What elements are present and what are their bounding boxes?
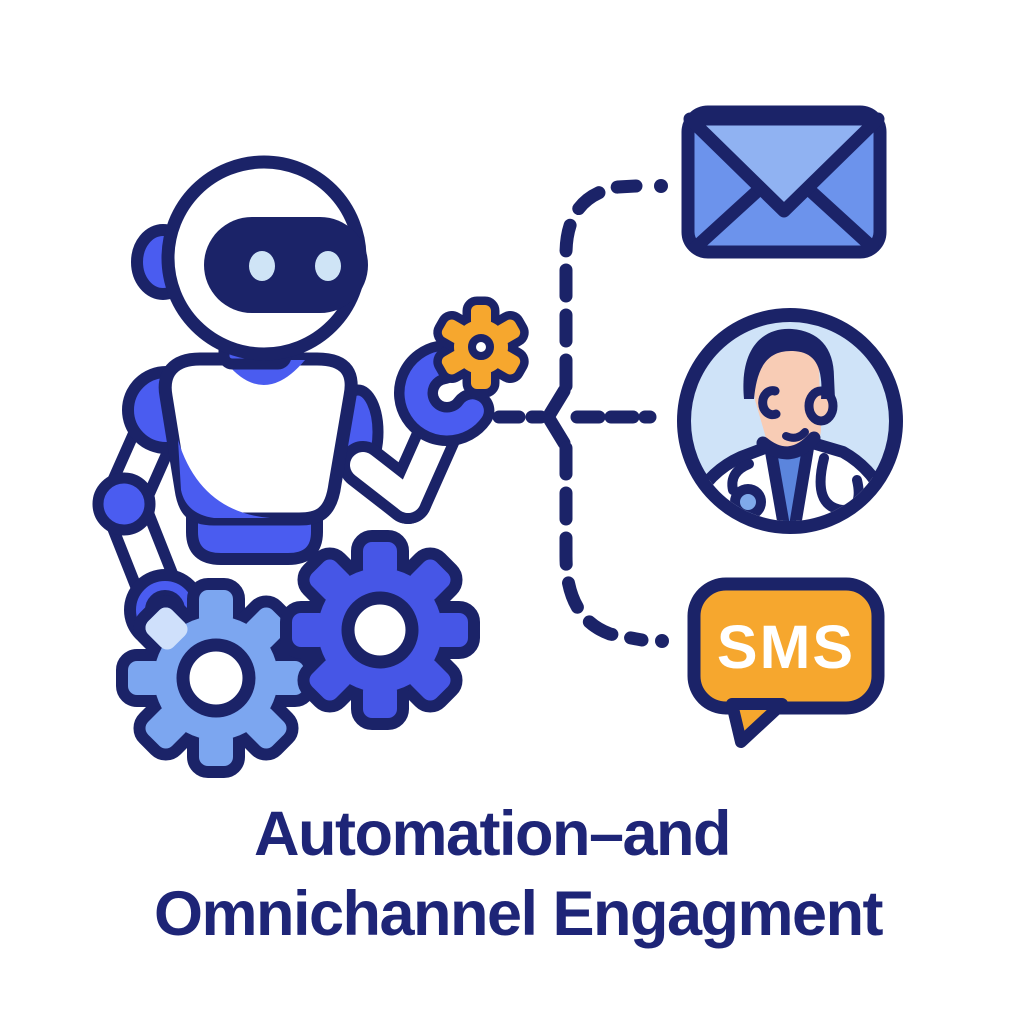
robot-eye-left <box>249 251 275 281</box>
sms-bubble-tail <box>726 698 788 748</box>
left-elbow-joint <box>92 472 156 536</box>
sms-label: SMS <box>717 613 855 681</box>
page-title: Automation–and Omnichannel Engagment <box>0 794 1024 954</box>
robot-eye-right <box>315 251 341 281</box>
avatar-jaw-line <box>756 431 821 460</box>
connector-lines <box>492 179 669 648</box>
robot-torso <box>158 352 358 526</box>
connector-branch-chevron <box>543 384 571 421</box>
email-envelope-icon <box>681 105 887 259</box>
gear-large-right-icon <box>292 542 468 718</box>
connector-to-sms <box>559 441 649 647</box>
robot-visor <box>204 217 368 313</box>
avatar-stethoscope-tube <box>727 459 754 495</box>
title-line-1: Automation–and <box>254 799 732 869</box>
gear-large-left-icon <box>128 590 304 766</box>
doctor-avatar-icon <box>677 308 903 534</box>
gear-small-orange-icon <box>440 305 523 389</box>
title-line-2: Omnichannel Engagment <box>153 879 884 949</box>
sms-bubble-icon: SMS <box>687 577 885 748</box>
avatar-mouth <box>782 428 809 442</box>
connector-to-email <box>559 179 643 393</box>
envelope-flap <box>683 112 885 218</box>
avatar-ear-curve <box>758 386 781 420</box>
avatar-face <box>752 338 821 452</box>
avatar-hair <box>743 328 835 399</box>
robot-waist-shade <box>178 440 270 518</box>
